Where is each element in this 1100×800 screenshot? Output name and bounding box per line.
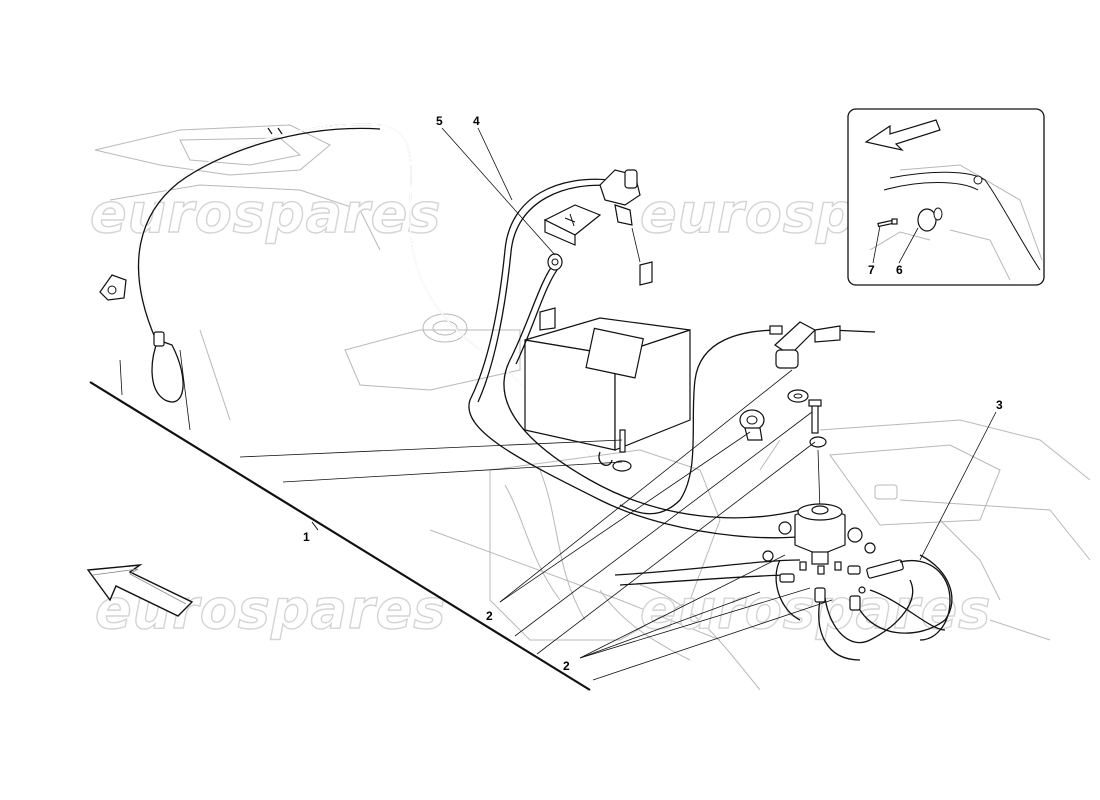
- callout-3: 3: [996, 398, 1003, 412]
- battery-isolator-switch: [778, 503, 876, 575]
- bolt: [808, 399, 822, 434]
- battery-cable-5: [503, 253, 801, 519]
- callout-6: 6: [896, 263, 903, 277]
- inset-screw: [877, 218, 898, 228]
- battery-isolator-knob: [774, 321, 841, 448]
- inset-arrow: [864, 119, 941, 152]
- watermark-layer: eurospares eurospares eurospares eurospa…: [89, 181, 991, 641]
- grommet: [917, 207, 943, 232]
- callout-1: 1: [303, 530, 310, 544]
- switch-harness: [614, 550, 953, 661]
- callout-4: 4: [473, 114, 480, 128]
- knob-ring: [739, 409, 765, 441]
- callout-5: 5: [436, 114, 443, 128]
- callout-labels: 1 2 2 3 4 5 6 7: [303, 114, 1003, 673]
- small-pin: [598, 429, 632, 472]
- hood-release-cable: [99, 123, 591, 456]
- cable-clip: [99, 274, 127, 301]
- direction-arrow: [86, 564, 194, 617]
- battery: [524, 261, 691, 451]
- detail-inset: [847, 108, 1045, 286]
- wire-3: [866, 559, 951, 641]
- battery-terminal-clamp: [599, 169, 641, 226]
- fuse-box: [543, 204, 602, 246]
- callout-2: 2: [563, 659, 570, 673]
- leader-lines: [239, 127, 997, 681]
- callout-7: 7: [868, 263, 875, 277]
- watermark-text: eurospares: [90, 182, 441, 245]
- battery-cable-4: [468, 178, 831, 539]
- callout-2: 2: [486, 609, 493, 623]
- base-line: [89, 349, 591, 691]
